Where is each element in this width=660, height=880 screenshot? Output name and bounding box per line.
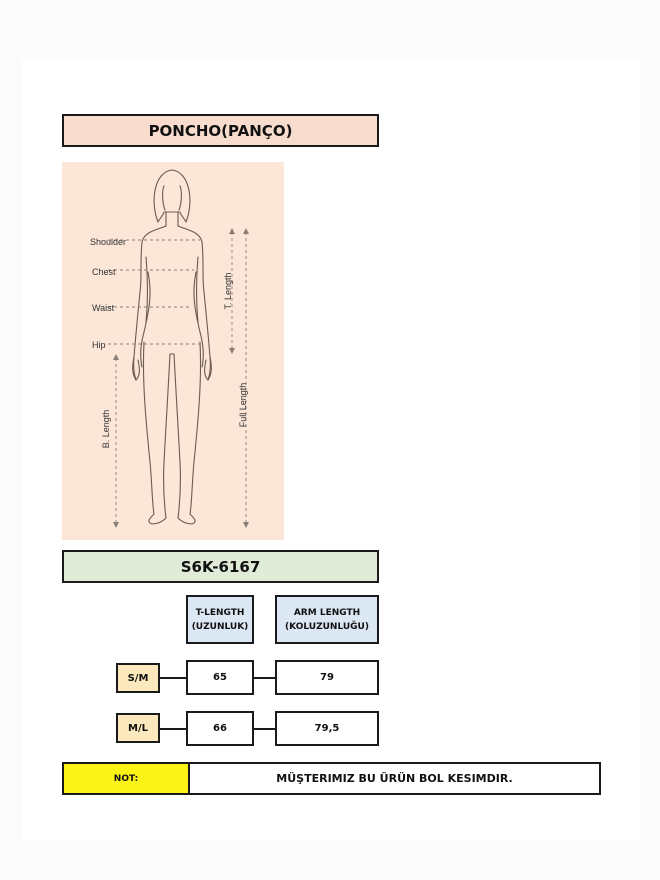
header-t-length: T-LENGTH (UZUNLUK) [186,595,254,644]
row-connector [254,677,275,679]
note-bar: NOT: MÜŞTERIMIZ BU ÜRÜN BOL KESIMDIR. [62,762,601,795]
value-sm-t-length: 65 [186,660,254,695]
product-title: PONCHO(PANÇO) [62,114,379,147]
product-code: S6K-6167 [62,550,379,583]
row-connector [254,728,275,730]
value-ml-arm-length: 79,5 [275,711,379,746]
header-t-length-line2: (UZUNLUK) [191,621,249,632]
label-waist: Waist [92,303,115,313]
header-arm-length-line1: ARM LENGTH [293,607,361,618]
label-full-length: Full Length [238,382,248,428]
size-label-sm: S/M [116,663,160,693]
size-label-ml: M/L [116,713,160,743]
row-connector [160,677,186,679]
label-chest: Chest [92,267,116,277]
label-shoulder: Shoulder [90,237,127,247]
header-arm-length: ARM LENGTH (KOLUZUNLUĞU) [275,595,379,644]
row-connector [160,728,186,730]
body-silhouette-illustration [108,169,249,528]
label-t-length: T. Length [223,272,233,310]
header-arm-length-line2: (KOLUZUNLUĞU) [285,621,369,632]
header-t-length-line1: T-LENGTH [195,607,245,618]
measurement-figure: Shoulder Chest Waist Hip T. Length Full … [62,162,284,540]
value-sm-arm-length: 79 [275,660,379,695]
note-text: MÜŞTERIMIZ BU ÜRÜN BOL KESIMDIR. [276,772,513,785]
label-hip: Hip [92,340,106,350]
label-b-length: B. Length [101,409,111,449]
note-label: NOT: [64,764,190,793]
value-ml-t-length: 66 [186,711,254,746]
